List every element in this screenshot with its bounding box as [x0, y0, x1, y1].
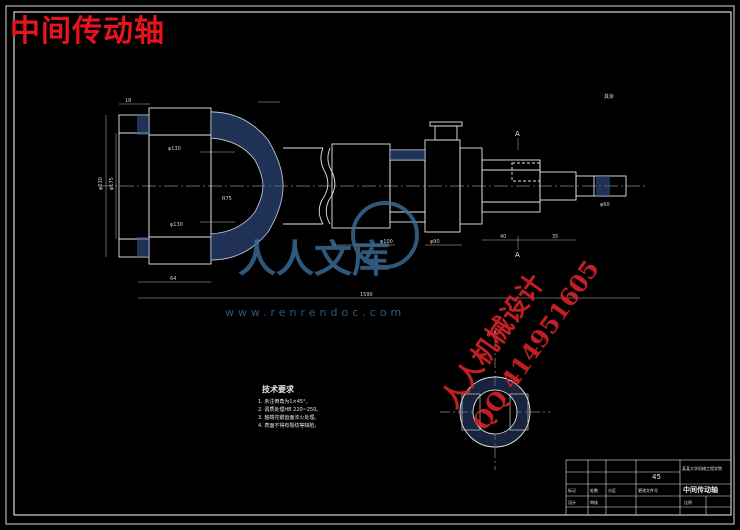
section-mark-top: A — [515, 130, 520, 138]
dim-flange-width: 64 — [170, 276, 176, 282]
dim-spline: φ90 — [430, 239, 440, 245]
tech-req-title: 技术要求 — [262, 384, 295, 394]
watermark-logo: 人人文库 www.renrendoc.com — [225, 201, 419, 319]
dim-small-len-2: 35 — [552, 234, 558, 240]
title-block-row-label-3: 分区 — [608, 487, 616, 493]
dimension-lines — [105, 101, 640, 299]
tech-req-item-2: 2. 调质处理HB 220~250。 — [258, 406, 321, 413]
watermark-url: www.renrendoc.com — [225, 306, 405, 319]
section-view-label: A-A — [487, 330, 498, 337]
title-block-part-name: 中间传动轴 — [683, 485, 718, 494]
section-view-aa: A-A — [440, 330, 550, 470]
title-block-design: 设计 — [568, 499, 576, 505]
title-block-row-label-4: 更改文件号 — [638, 487, 658, 493]
watermark-logo-text: 人人文库 — [238, 237, 390, 281]
dim-bore-dia-2: φ130 — [170, 222, 183, 228]
section-hatching — [137, 112, 610, 260]
title-block-material: 45 — [652, 473, 661, 481]
dim-overall-length: 1590 — [360, 292, 373, 298]
section-mark-bottom: A — [515, 251, 520, 259]
roughness-note: 其余 — [604, 93, 614, 100]
title-block-row-label-2: 处数 — [590, 487, 598, 493]
dim-keyway: 18 — [125, 98, 131, 104]
outer-frame — [5, 5, 735, 525]
tech-req-item-3: 3. 轴端花键齿面淬火处理。 — [258, 414, 319, 421]
title-block — [565, 459, 732, 516]
dim-small-len-1: 40 — [500, 234, 506, 240]
overlay-title: 中间传动轴 — [10, 14, 165, 49]
dim-bore-dia: φ130 — [168, 146, 181, 152]
title-block-school: 某某大学机械工程学院 — [682, 465, 722, 471]
dim-hub-dia: φ230 — [98, 177, 104, 190]
title-block-row-label-1: 标记 — [568, 487, 576, 493]
title-block-scale: 比例 — [684, 499, 692, 505]
watermark-logo-ring-icon — [351, 201, 419, 269]
dim-shaft-dia: φ100 — [380, 239, 393, 245]
tech-req-item-4: 4. 表面不得有裂纹等缺陷。 — [258, 422, 319, 429]
dim-radius: R75 — [222, 196, 232, 202]
tech-req-item-1: 1. 未注倒角为1×45°。 — [258, 398, 311, 405]
inner-frame — [13, 11, 732, 516]
dim-inner-dia: φ175 — [109, 177, 115, 190]
tech-requirements: 技术要求 1. 未注倒角为1×45°。 2. 调质处理HB 220~250。 3… — [258, 384, 321, 429]
dim-end-dia: φ60 — [600, 202, 610, 208]
title-block-check: 审核 — [590, 499, 598, 505]
